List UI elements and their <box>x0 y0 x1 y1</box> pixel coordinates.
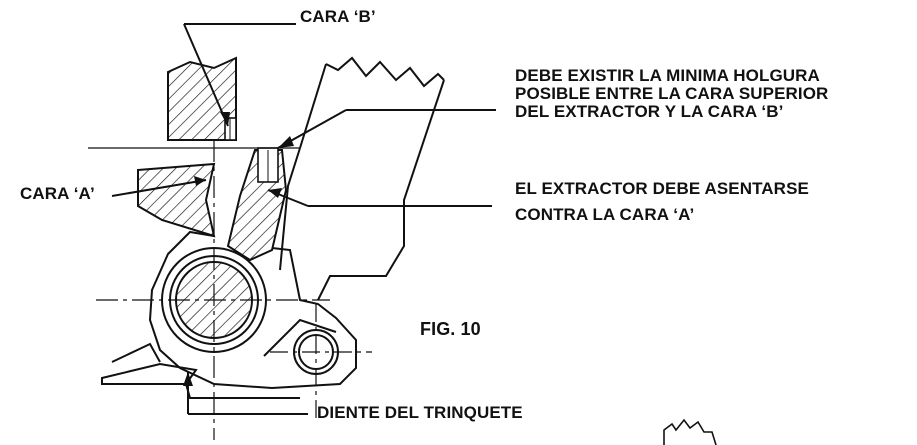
leader-cara-a <box>111 179 207 197</box>
housing <box>279 56 445 301</box>
extractor-arm <box>226 147 288 262</box>
label-asentarse-line-2: CONTRA LA CARA ‘A’ <box>515 205 695 224</box>
arrow-holgura <box>278 136 294 148</box>
partial-gear <box>663 418 717 445</box>
arrow-cara-b <box>220 112 230 126</box>
arrow-cara-a <box>194 176 206 186</box>
label-cara-b: CARA ‘B’ <box>300 7 376 26</box>
label-holgura-line-1: DEBE EXISTIR LA MINIMA HOLGURA <box>515 66 820 85</box>
label-diente: DIENTE DEL TRINQUETE <box>317 403 523 422</box>
label-asentarse-line-1: EL EXTRACTOR DEBE ASENTARSE <box>515 179 809 198</box>
upper-block <box>167 56 237 141</box>
label-holgura-line-3: DEL EXTRACTOR Y LA CARA ‘B’ <box>515 102 784 121</box>
label-cara-a: CARA ‘A’ <box>20 184 95 203</box>
arrowheads <box>183 112 294 386</box>
label-asentarse: EL EXTRACTOR DEBE ASENTARSE CONTRA LA CA… <box>515 180 809 224</box>
center-lines <box>88 140 372 440</box>
figure-number: FIG. 10 <box>420 319 481 339</box>
leader-cara-b <box>183 23 229 127</box>
arrow-asentarse <box>268 188 282 198</box>
label-holgura-line-2: POSIBLE ENTRE LA CARA SUPERIOR <box>515 84 829 103</box>
arrow-diente <box>183 372 193 386</box>
label-holgura: DEBE EXISTIR LA MINIMA HOLGURA POSIBLE E… <box>515 67 828 121</box>
lower-left-block <box>137 162 216 238</box>
